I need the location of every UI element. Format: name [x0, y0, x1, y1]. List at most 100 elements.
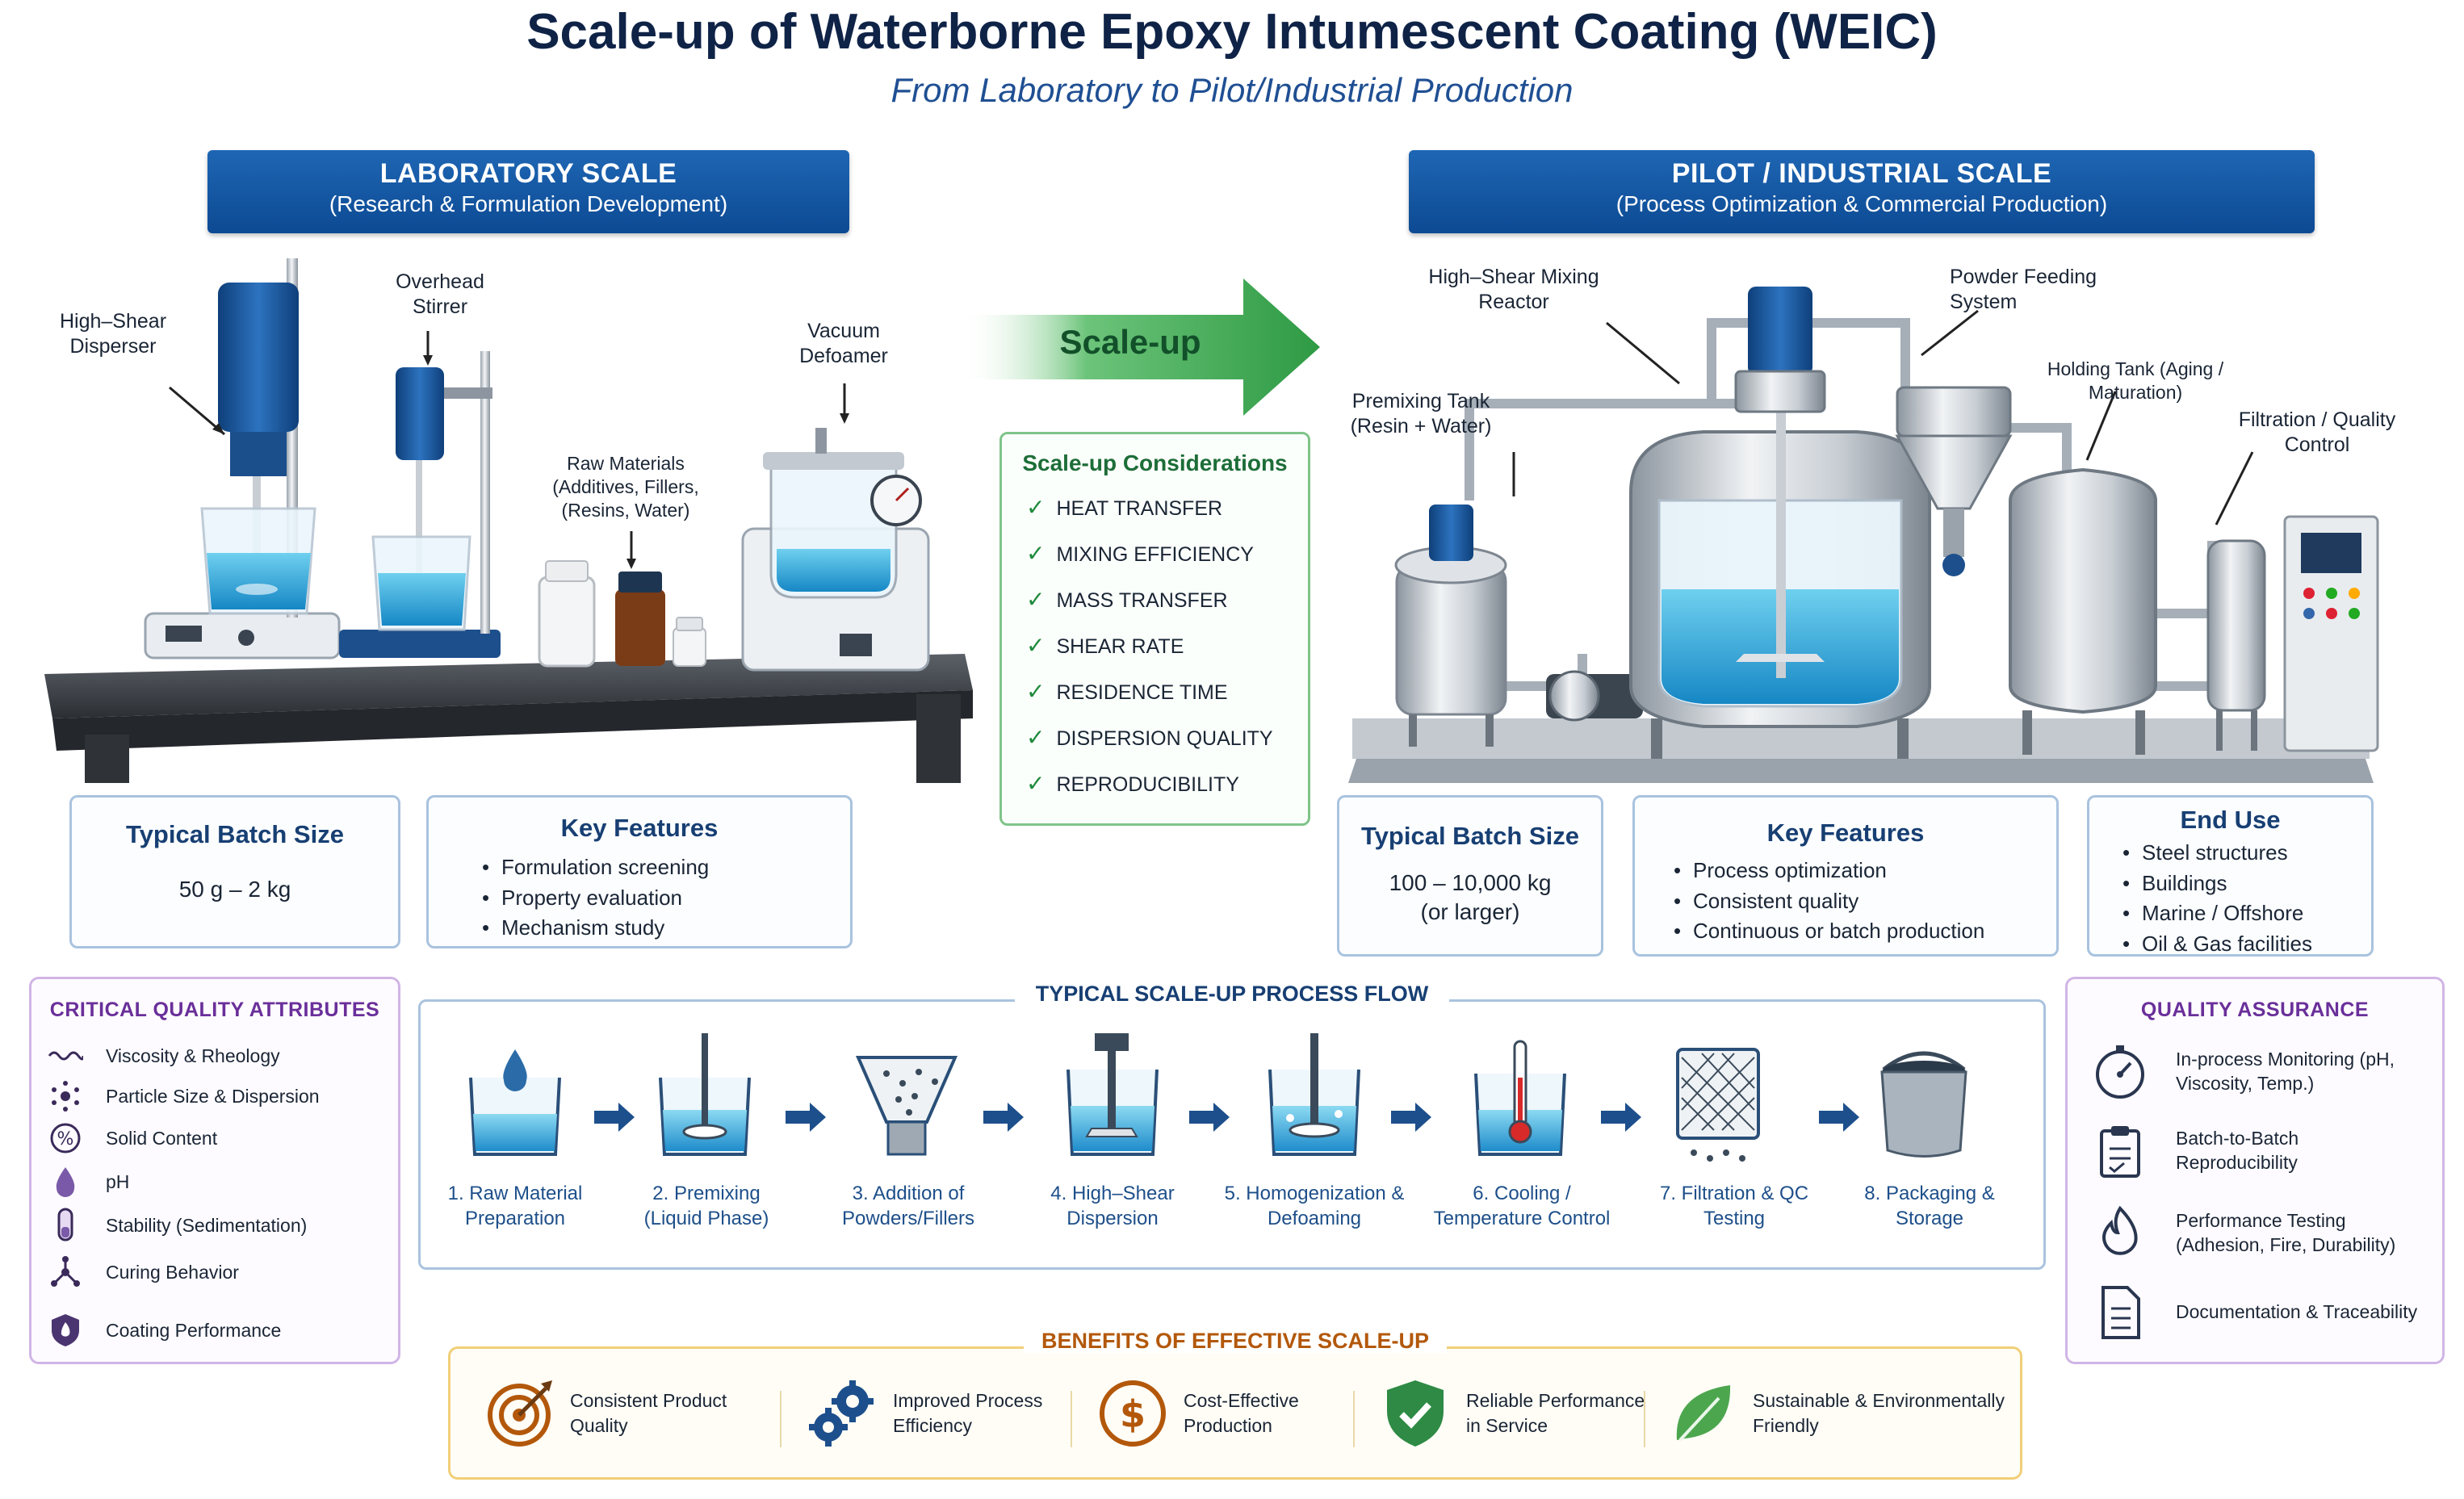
consideration-item: ✓REPRODUCIBILITY	[1026, 771, 1239, 796]
check-icon: ✓	[1026, 495, 1046, 520]
flame-icon	[2102, 1205, 2138, 1255]
arrow-right-icon	[594, 1103, 635, 1132]
gauge-icon	[2096, 1045, 2144, 1099]
paint-bucket-icon	[1880, 1051, 1967, 1158]
arrow-right-icon	[1189, 1103, 1230, 1132]
cqa-item: Viscosity & Rheology	[48, 1036, 280, 1076]
svg-text:%: %	[57, 1129, 74, 1149]
callout-raw-materials: Raw Materials (Additives, Fillers, (Resi…	[552, 453, 699, 521]
pilot-banner-subtitle: (Process Optimization & Commercial Produ…	[1615, 191, 2108, 216]
considerations-title: Scale-up Considerations	[1022, 450, 1288, 475]
homogenize-beaker-icon	[1268, 1033, 1360, 1156]
pump-icon	[1546, 670, 1643, 722]
filter-icon	[1676, 1048, 1760, 1162]
test-tube-icon	[48, 1208, 83, 1243]
overhead-stirrer-icon	[339, 351, 501, 658]
high-shear-mixing-reactor-icon	[1629, 287, 1931, 759]
holding-tank-icon	[2009, 467, 2157, 755]
pilot-feature-item: Process optimization	[1674, 856, 2056, 886]
high-shear-disperser-icon	[144, 258, 341, 659]
callout-high-shear-disperser: High–Shear Disperser	[59, 310, 167, 358]
lab-scale-banner: LABORATORY SCALE (Research & Formulation…	[207, 150, 849, 233]
lab-batch-size-box: Typical Batch Size 50 g – 2 kg	[69, 795, 400, 948]
lab-banner-title: LABORATORY SCALE	[379, 158, 677, 189]
end-use-title: End Use	[2180, 806, 2281, 834]
callout-overhead-stirrer: Overhead Stirrer	[396, 270, 484, 319]
process-flow-icons	[469, 1033, 1967, 1162]
pilot-feature-item: Continuous or batch production	[1674, 916, 2056, 947]
end-use-item: Steel structures	[2122, 838, 2371, 869]
consideration-item: ✓RESIDENCE TIME	[1026, 679, 1228, 704]
callout-holding-tank: Holding Tank (Aging / Maturation)	[2047, 358, 2224, 403]
filtration-unit-icon	[2206, 539, 2266, 751]
end-use-item: Marine / Offshore	[2122, 898, 2371, 929]
flow-step-label: 8. Packaging & Storage	[1864, 1183, 1995, 1230]
lab-batch-size-value: 50 g – 2 kg	[178, 877, 291, 902]
wave-icon	[48, 1038, 83, 1074]
lab-bench-leg	[85, 735, 129, 783]
callout-vacuum-defoamer: Vacuum Defoamer	[799, 320, 888, 368]
qa-item: Batch-to-Batch Reproducibility	[2092, 1123, 2418, 1179]
end-use-item: Oil & Gas facilities	[2122, 929, 2371, 960]
benefits-title: BENEFITS OF EFFECTIVE SCALE-UP	[1023, 1329, 1448, 1353]
callout-high-shear-mixing-reactor: High–Shear Mixing Reactor	[1428, 266, 1599, 314]
pilot-key-features-title: Key Features	[1766, 819, 1925, 847]
gears-icon	[809, 1380, 874, 1447]
powder-hopper-icon	[855, 1056, 958, 1156]
cqa-item: Coating Performance	[48, 1310, 281, 1350]
consideration-item: ✓DISPERSION QUALITY	[1026, 725, 1273, 750]
arrow-right-icon	[1601, 1103, 1641, 1132]
benefit-item: Improved Process Efficiency	[806, 1373, 1071, 1454]
pilot-batch-size-box: Typical Batch Size 100 – 10,000 kg (or l…	[1337, 795, 1603, 957]
flow-step-label: 2. Premixing (Liquid Phase)	[643, 1183, 769, 1230]
consideration-item: ✓MIXING EFFICIENCY	[1026, 541, 1254, 566]
premix-beaker-icon	[659, 1033, 751, 1156]
shield-flame-icon	[48, 1313, 83, 1348]
flow-step-label: 7. Filtration & QC Testing	[1659, 1183, 1809, 1230]
cqa-item: Particle Size & Dispersion	[48, 1076, 320, 1116]
arrow-right-icon	[1819, 1103, 1859, 1132]
scale-up-arrow-icon	[961, 278, 1320, 416]
raw-material-beaker-icon	[469, 1049, 561, 1156]
pilot-batch-size-value: 100 – 10,000 kg	[1389, 870, 1552, 895]
lab-key-features-box: Key Features Formulation screening Prope…	[426, 795, 853, 948]
lab-feature-item: Property evaluation	[482, 883, 850, 914]
scale-up-arrow-label: Scale-up	[1059, 323, 1201, 361]
pilot-key-features-box: Key Features Process optimization Consis…	[1632, 795, 2059, 957]
benefit-item: Reliable Performance in Service	[1379, 1373, 1660, 1454]
process-flow-title: TYPICAL SCALE-UP PROCESS FLOW	[1014, 982, 1450, 1006]
high-shear-beaker-icon	[1066, 1033, 1159, 1156]
cqa-item: % Solid Content	[48, 1118, 217, 1158]
lab-feature-item: Formulation screening	[482, 852, 850, 883]
page-subtitle: From Laboratory to Pilot/Industrial Prod…	[890, 71, 1574, 109]
lab-feature-item: Mechanism study	[482, 913, 850, 944]
end-use-box: End Use Steel structures Buildings Marin…	[2087, 795, 2374, 960]
lab-batch-size-title: Typical Batch Size	[126, 820, 344, 848]
pilot-batch-size-note: (or larger)	[1420, 899, 1520, 924]
target-icon	[488, 1380, 552, 1447]
flow-arrows	[594, 1103, 1859, 1132]
lab-bench-top	[44, 654, 973, 718]
scale-up-considerations-box: Scale-up Considerations ✓HEAT TRANSFER ✓…	[999, 432, 1310, 826]
lab-bench-leg	[916, 694, 961, 783]
consideration-item: ✓SHEAR RATE	[1026, 633, 1184, 658]
particles-icon	[48, 1078, 83, 1114]
qa-title: QUALITY ASSURANCE	[2140, 999, 2370, 1021]
quality-assurance-box: QUALITY ASSURANCE In-process Monitoring …	[2065, 977, 2445, 1364]
consideration-item: ✓MASS TRANSFER	[1026, 587, 1228, 612]
pilot-feature-item: Consistent quality	[1674, 886, 2056, 917]
vacuum-defoamer-icon	[741, 428, 930, 672]
arrow-right-icon	[786, 1103, 826, 1132]
powder-feeding-system-icon	[1895, 386, 2013, 576]
control-panel-icon	[2283, 515, 2379, 752]
document-icon	[2102, 1286, 2140, 1339]
pilot-banner-title: PILOT / INDUSTRIAL SCALE	[1671, 158, 2052, 189]
flow-step-label: 1. Raw Material Preparation	[447, 1183, 583, 1230]
benefits-box: Consistent Product Quality Improved Proc…	[448, 1346, 2022, 1480]
premixing-tank-icon	[1394, 505, 1507, 747]
leaf-icon	[1676, 1385, 1731, 1442]
check-icon: ✓	[1026, 541, 1046, 566]
qa-item: Performance Testing (Adhesion, Fire, Dur…	[2092, 1205, 2434, 1262]
benefit-item: $ Cost-Effective Production	[1096, 1373, 1345, 1454]
check-icon: ✓	[1026, 725, 1046, 750]
